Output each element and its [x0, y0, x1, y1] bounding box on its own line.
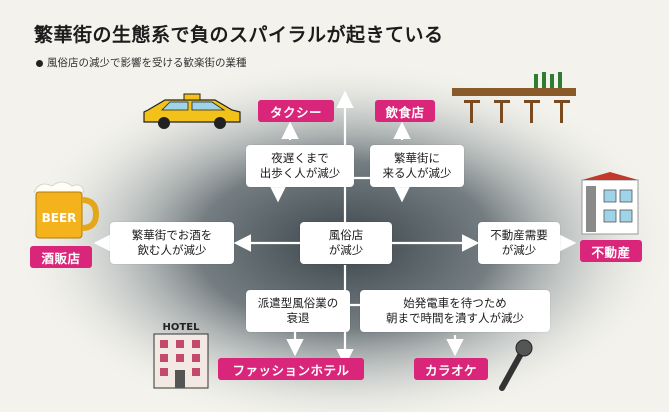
hotel-cause-box: 派遣型風俗業の 衰退 [246, 290, 350, 332]
hotel-icon: HOTEL [153, 322, 209, 389]
beer-mug-icon: BEER [33, 181, 100, 239]
karaoke-cause-box: 始発電車を待つため 朝まで時間を潰す人が減少 [360, 290, 550, 332]
microphone-icon [499, 339, 533, 391]
taxi-cause-text: 夜遅くまで 出歩く人が減少 [259, 151, 341, 180]
restaurant-cause-box: 繁華街に 来る人が減少 [370, 145, 464, 187]
building-icon [581, 172, 639, 235]
liquor-cause-box: 繁華街でお酒を 飲む人が減少 [110, 222, 234, 264]
restaurant-cause-text: 繁華街に 来る人が減少 [382, 151, 452, 180]
taxi-icon [143, 93, 241, 129]
restaurant-label: 飲食店 [375, 100, 435, 122]
bullet-icon [36, 59, 43, 67]
page-title: 繁華街の生態系で負のスパイラルが起きている [34, 24, 444, 46]
subtitle-text: 風俗店の減少で影響を受ける歓楽街の業種 [47, 57, 247, 69]
taxi-label: タクシー [258, 100, 334, 122]
realestate-label: 不動産 [580, 240, 642, 262]
karaoke-cause-text: 始発電車を待つため 朝まで時間を潰す人が減少 [386, 296, 524, 325]
center-box: 風俗店 が減少 [300, 222, 392, 264]
liquor-cause-text: 繁華街でお酒を 飲む人が減少 [131, 228, 213, 257]
liquor-label: 酒販店 [30, 246, 92, 268]
realestate-cause-text: 不動産需要 が減少 [490, 228, 548, 257]
hotel-label: ファッションホテル [218, 358, 364, 380]
bar-counter-icon [452, 72, 576, 123]
center-text: 風俗店 が減少 [328, 228, 364, 257]
taxi-cause-box: 夜遅くまで 出歩く人が減少 [246, 145, 354, 187]
karaoke-label: カラオケ [414, 358, 488, 380]
hotel-cause-text: 派遣型風俗業の 衰退 [257, 296, 339, 325]
subtitle: 風俗店の減少で影響を受ける歓楽街の業種 [36, 55, 247, 70]
realestate-cause-box: 不動産需要 が減少 [478, 222, 560, 264]
hotel-sign-text: HOTEL [163, 322, 201, 333]
beer-text: BEER [42, 211, 77, 225]
